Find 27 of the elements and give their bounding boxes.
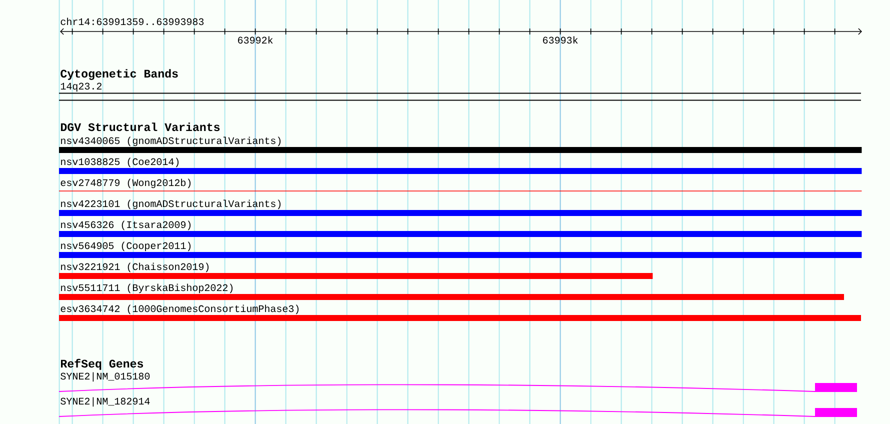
track-heading: RefSeq Genes bbox=[61, 358, 144, 370]
variant-feature: nsv4223101 (gnomADStructuralVariants) bbox=[59, 200, 862, 216]
node-label: SYNE2|NM_015180 bbox=[60, 372, 150, 382]
variant-feature: nsv564905 (Cooper2011) bbox=[59, 242, 862, 258]
node-label: nsv3221921 (Chaisson2019) bbox=[61, 262, 209, 272]
node-label: nsv4223101 (gnomADStructuralVariants) bbox=[61, 200, 281, 210]
node-label: esv3634742 (1000GenomesConsortiumPhase3) bbox=[60, 304, 299, 314]
gene-model: SYNE2|NM_182914 bbox=[58, 397, 857, 417]
tick-label: 63992k bbox=[238, 36, 273, 44]
variant-feature: esv2748779 (Wong2012b) bbox=[58, 178, 862, 192]
coordinate-label: chr14:63991359..63993983 bbox=[60, 18, 204, 26]
variant-feature: nsv5511711 (ByrskaBishop2022) bbox=[59, 284, 844, 300]
track-heading: DGV Structural Variants bbox=[60, 122, 220, 132]
node-label: SYNE2|NM_182914 bbox=[60, 397, 150, 407]
variant-feature: esv3634742 (1000GenomesConsortiumPhase3) bbox=[59, 304, 861, 321]
tick-label: 63993k bbox=[543, 36, 578, 44]
node-label: nsv564905 (Cooper2011) bbox=[61, 242, 191, 252]
variant-feature: nsv456326 (Itsara2009) bbox=[59, 220, 862, 237]
node-label: nsv1038825 (Coe2014) bbox=[61, 158, 179, 168]
variant-feature: nsv1038825 (Coe2014) bbox=[59, 158, 862, 174]
node-label: nsv5511711 (ByrskaBishop2022) bbox=[61, 284, 233, 294]
variant-feature: nsv3221921 (Chaisson2019) bbox=[59, 262, 653, 279]
cytoband-feature: 14q23.2 bbox=[58, 82, 862, 101]
node-label: nsv4340065 (gnomADStructuralVariants) bbox=[61, 136, 281, 146]
node-label: nsv456326 (Itsara2009) bbox=[61, 220, 191, 230]
variant-feature: nsv4340065 (gnomADStructuralVariants) bbox=[59, 136, 862, 153]
gene-model: SYNE2|NM_015180 bbox=[58, 372, 857, 392]
